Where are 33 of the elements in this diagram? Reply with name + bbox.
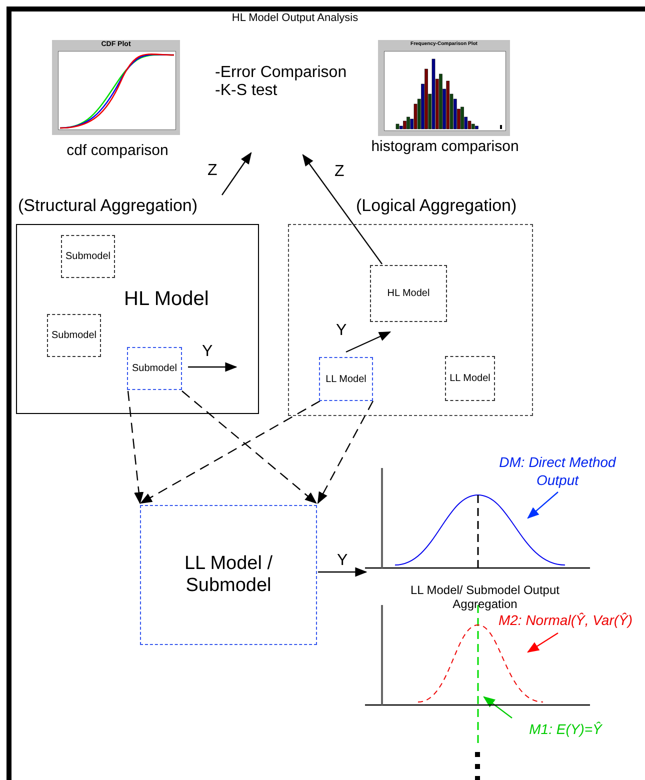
arrow: [188, 362, 238, 372]
chart-caption: cdf comparison: [66, 142, 170, 159]
model-box: Submodel: [47, 314, 101, 357]
model-box: LL Model: [445, 356, 495, 401]
arrow: [140, 400, 320, 504]
leader-arrow: [527, 492, 558, 519]
arrow: [302, 154, 382, 264]
chart-panel: [378, 40, 510, 136]
list-item: -K-S test: [215, 82, 278, 100]
arrow: [317, 400, 374, 504]
leader-arrow: [483, 696, 512, 718]
chart-panel: [52, 40, 180, 135]
diagram-title: HL Model Output Analysis: [230, 12, 360, 24]
arrow: [346, 331, 392, 353]
annotation-text: M1: E(Y)=Ŷ: [513, 720, 618, 742]
annotation-text: DM: Direct Method Output: [490, 453, 625, 493]
box-title: HL Model: [124, 288, 209, 311]
group-heading: (Structural Aggregation): [18, 196, 198, 216]
arrow: [182, 390, 317, 504]
model-box: Submodel: [61, 235, 115, 278]
arrow: [127, 390, 144, 504]
leader-arrow: [526, 632, 558, 653]
model-box: LL Model: [319, 357, 373, 401]
list-item: -Error Comparison: [215, 64, 348, 82]
model-box: LL Model / Submodel: [140, 505, 317, 645]
arrow: [222, 152, 252, 196]
model-box: Submodel: [127, 347, 182, 390]
group-heading: (Logical Aggregation): [356, 196, 517, 216]
model-box: HL Model: [370, 265, 447, 322]
arrow: [318, 567, 368, 577]
chart-caption: histogram comparison: [370, 138, 520, 155]
annotation-text: M2: Normal(Ŷ, Var(Ŷ): [486, 611, 645, 633]
section-caption: LL Model/ Submodel Output Aggregation: [410, 583, 560, 611]
